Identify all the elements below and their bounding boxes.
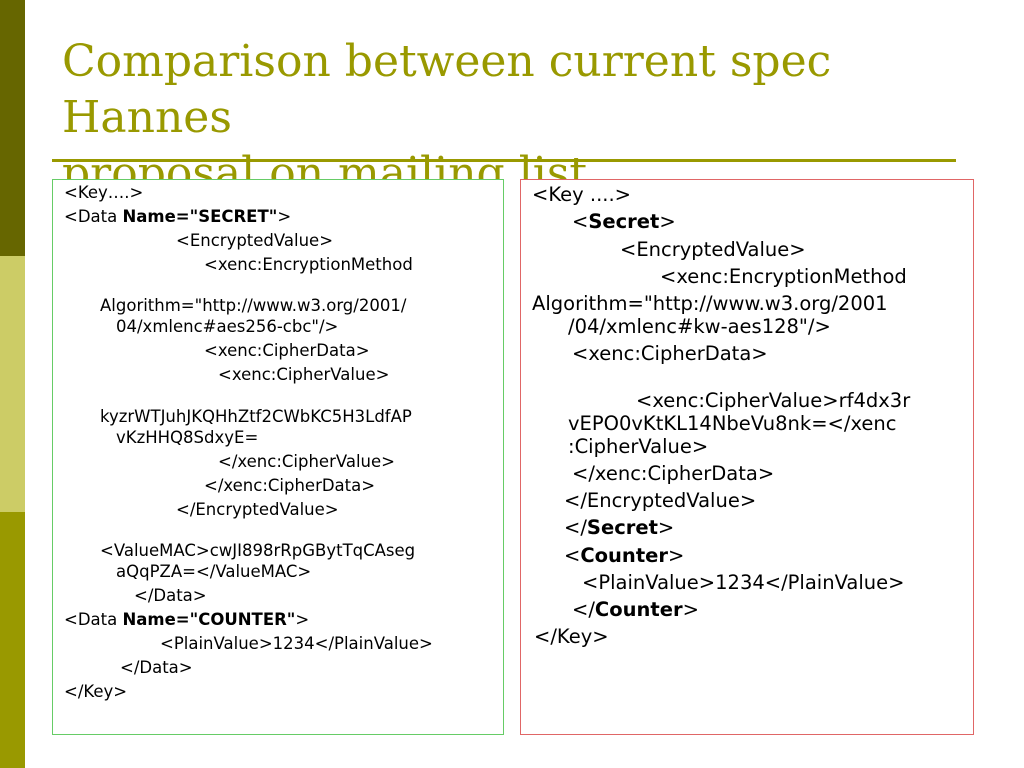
- code-line: kyzrWTJuhJKQHhZtf2CWbKC5H3LdfAP: [100, 407, 412, 426]
- code-line: </EncryptedValue>: [564, 489, 757, 512]
- code-line: </xenc:CipherData>: [572, 462, 775, 485]
- code-line: </EncryptedValue>: [176, 500, 339, 519]
- code-line: <Key ....>: [532, 183, 632, 206]
- code-line: </Key>: [534, 625, 609, 648]
- code-element: Secret: [588, 210, 660, 233]
- current-spec-panel: <Key….> <Data Name="SECRET"> <EncryptedV…: [52, 179, 504, 735]
- code-line: </Secret>: [564, 516, 675, 539]
- code-line: <Secret>: [572, 210, 676, 233]
- code-line: <Data Name="COUNTER">: [64, 610, 310, 629]
- code-line: <xenc:EncryptionMethod: [204, 255, 413, 274]
- code-line: aQqPZA=</ValueMAC>: [116, 562, 312, 581]
- code-line: :CipherValue>: [568, 435, 709, 458]
- code-line: <Counter>: [564, 544, 685, 567]
- code-line: <xenc:CipherValue>: [218, 365, 390, 384]
- slide-title-line-1: Comparison between current spec Hannes: [62, 36, 832, 143]
- code-attribute: Name="SECRET": [122, 207, 278, 226]
- title-underline: [52, 159, 956, 162]
- code-element: Counter: [580, 544, 668, 567]
- code-line: <xenc:CipherValue>rf4dx3r: [636, 389, 911, 412]
- code-line: </Data>: [120, 658, 193, 677]
- code-line: </xenc:CipherValue>: [218, 452, 395, 471]
- proposal-panel: <Key ....> <Secret> <EncryptedValue> <xe…: [520, 179, 974, 735]
- code-line: <ValueMAC>cwJI898rRpGBytTqCAseg: [100, 541, 416, 560]
- code-line: Algorithm="http://www.w3.org/2001/: [100, 296, 407, 315]
- code-element: Secret: [586, 516, 658, 539]
- code-line: </xenc:CipherData>: [204, 476, 376, 495]
- decor-band-top: [0, 0, 25, 256]
- code-line: </Data>: [134, 586, 207, 605]
- code-line: <EncryptedValue>: [176, 231, 334, 250]
- code-line: <xenc:CipherData>: [204, 341, 370, 360]
- code-line: <Data Name="SECRET">: [64, 207, 292, 226]
- code-line: vKzHHQ8SdxyE=: [116, 428, 259, 447]
- code-line: </Counter>: [572, 598, 699, 621]
- code-line: Algorithm="http://www.w3.org/2001: [532, 292, 888, 315]
- code-line: </Key>: [64, 682, 128, 701]
- slide-title: Comparison between current spec Hannes p…: [62, 34, 982, 202]
- code-element: Counter: [594, 598, 683, 621]
- decor-band-bottom: [0, 512, 25, 768]
- code-line: <xenc:EncryptionMethod: [660, 265, 907, 288]
- code-line: <Key….>: [64, 183, 144, 202]
- code-line: <PlainValue>1234</PlainValue>: [160, 634, 433, 653]
- code-line: <xenc:CipherData>: [572, 342, 768, 365]
- code-line: 04/xmlenc#aes256-cbc"/>: [116, 317, 339, 336]
- code-line: <EncryptedValue>: [620, 238, 806, 261]
- decor-band-middle: [0, 256, 25, 512]
- code-attribute: Name="COUNTER": [122, 610, 296, 629]
- code-line: <PlainValue>1234</PlainValue>: [582, 571, 905, 594]
- code-line: /04/xmlenc#kw-aes128"/>: [568, 315, 831, 338]
- code-line: vEPO0vKtKL14NbeVu8nk=</xenc: [568, 412, 897, 435]
